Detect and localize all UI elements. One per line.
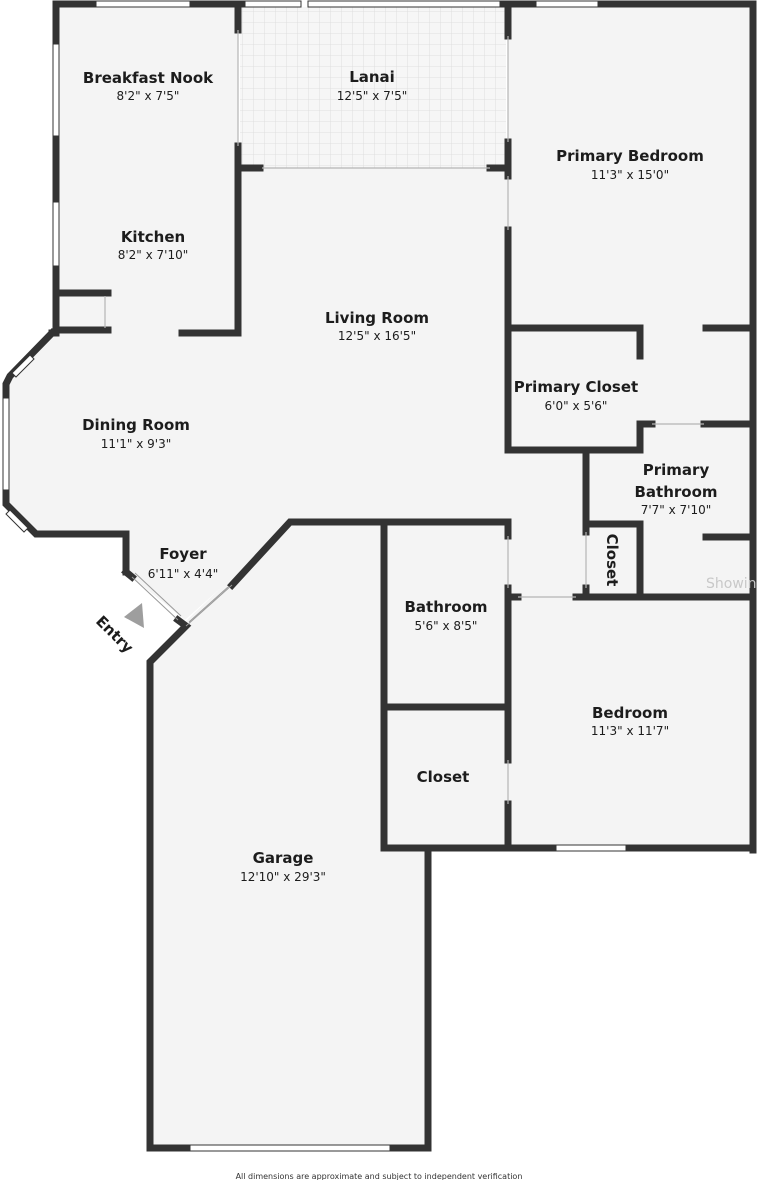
room-name-garage: Garage	[253, 849, 314, 867]
glass-openings	[104, 30, 704, 804]
window-bedroom-bottom	[555, 844, 627, 852]
room-name-closet-small: Closet	[603, 534, 621, 587]
floor-primary-bed	[508, 6, 752, 328]
lanai-tile-floor	[240, 7, 506, 168]
room-dim-garage: 12'10" x 29'3"	[240, 870, 326, 884]
floor-living	[238, 168, 510, 528]
floor-garage	[150, 522, 428, 1148]
floor-dining	[4, 333, 238, 536]
room-dim-primary-closet: 6'0" x 5'6"	[545, 399, 608, 413]
room-dim-kitchen: 8'2" x 7'10"	[118, 248, 189, 262]
room-name-primary-bathroom-1: Primary	[643, 461, 710, 479]
window-nook-top	[95, 0, 191, 8]
room-dim-living-room: 12'5" x 16'5"	[338, 329, 416, 343]
window-primary-bed-top	[535, 0, 599, 8]
footer-note: All dimensions are approximate and subje…	[236, 1172, 523, 1180]
window-dining-left	[2, 397, 10, 491]
room-name-dining-room: Dining Room	[82, 416, 190, 434]
walls	[2, 0, 757, 1152]
room-name-breakfast-nook: Breakfast Nook	[83, 69, 214, 87]
room-name-primary-bedroom: Primary Bedroom	[556, 147, 704, 165]
room-dim-primary-bathroom: 7'7" x 7'10"	[641, 503, 712, 517]
floor-foyer	[125, 522, 292, 620]
room-dim-dining-room: 11'1" x 9'3"	[101, 437, 172, 451]
room-dim-bedroom: 11'3" x 11'7"	[591, 724, 669, 738]
room-dim-lanai: 12'5" x 7'5"	[337, 89, 408, 103]
window-garage-bottom	[189, 1144, 391, 1152]
floor-nook-kitchen	[56, 6, 238, 336]
windows	[2, 0, 627, 1152]
watermark: ShowingTime	[706, 576, 757, 592]
entry-arrow-icon	[124, 603, 144, 628]
bay-windows	[5, 354, 35, 533]
room-labels: Breakfast Nook 8'2" x 7'5" Lanai 12'5" x…	[82, 68, 717, 884]
room-name-primary-bathroom-2: Bathroom	[634, 483, 717, 501]
floor-bedroom	[508, 596, 752, 848]
floor-hall	[505, 450, 587, 598]
room-name-foyer: Foyer	[159, 545, 207, 563]
room-name-closet: Closet	[417, 768, 470, 786]
room-name-bedroom: Bedroom	[592, 704, 668, 722]
room-name-bathroom: Bathroom	[404, 598, 487, 616]
window-lanai-top-left	[244, 0, 302, 8]
room-name-living-room: Living Room	[325, 309, 429, 327]
room-dim-primary-bedroom: 11'3" x 15'0"	[591, 168, 669, 182]
room-name-primary-closet: Primary Closet	[514, 378, 638, 396]
room-name-kitchen: Kitchen	[121, 228, 185, 246]
entry-door	[131, 572, 233, 627]
floor-bath-closet	[384, 522, 508, 848]
window-nook-left	[52, 43, 60, 137]
window-kitchen-left	[52, 201, 60, 267]
window-lanai-top-right	[307, 0, 501, 8]
floor-areas	[4, 6, 752, 1148]
room-dim-bathroom: 5'6" x 8'5"	[415, 619, 478, 633]
room-dim-foyer: 6'11" x 4'4"	[148, 567, 219, 581]
room-name-lanai: Lanai	[349, 68, 395, 86]
room-dim-breakfast-nook: 8'2" x 7'5"	[117, 89, 180, 103]
